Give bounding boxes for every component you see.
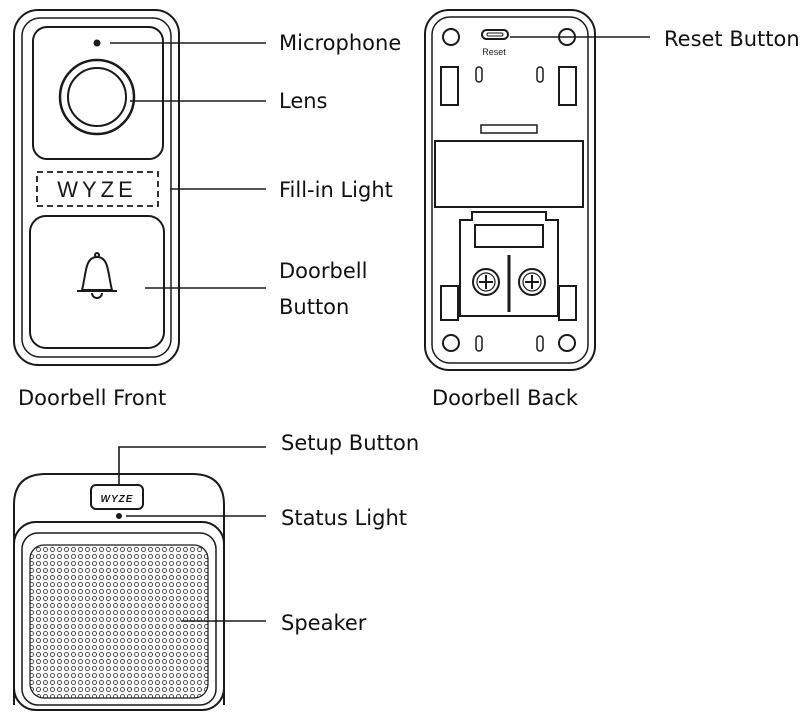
microphone-label: Microphone	[279, 31, 402, 55]
clip-slot-top-right	[558, 66, 577, 106]
label-recess	[434, 140, 584, 208]
setup-button	[90, 484, 144, 510]
chime-outer-body	[13, 521, 225, 711]
reset-button	[481, 29, 509, 40]
status-light-icon	[116, 513, 122, 519]
doorbell-button-panel	[29, 215, 165, 349]
doorbell-button-label-line2: Button	[279, 295, 350, 319]
reset-button-inner	[486, 32, 504, 37]
camera-panel	[32, 26, 164, 160]
screw-left-icon	[472, 268, 500, 296]
front-inner-body	[21, 17, 172, 358]
front-brand-logo: WYZE	[57, 177, 137, 202]
screw-right-icon	[518, 268, 546, 296]
chime-leader-lines	[118, 446, 266, 622]
pin-slot-4	[536, 335, 544, 352]
pin-slot-1	[475, 66, 483, 83]
back-outer-body	[424, 9, 596, 371]
lens-outer-ring	[58, 58, 136, 136]
wire-channel	[474, 224, 544, 248]
chime-inner-body	[21, 532, 217, 706]
fill-light-label: Fill-in Light	[279, 178, 393, 202]
doorbell-back-caption: Doorbell Back	[432, 386, 579, 410]
status-light-label: Status Light	[281, 506, 407, 530]
clip-slot-bottom-right	[558, 285, 577, 321]
speaker-label: Speaker	[281, 611, 367, 635]
screw-hole-bottom-left	[442, 334, 460, 352]
front-outer-body	[13, 9, 180, 366]
setup-button-label: Setup Button	[281, 431, 420, 455]
reset-small-label: Reset	[482, 47, 506, 57]
doorbell-back	[424, 9, 596, 371]
screw-hole-top-left	[442, 28, 460, 46]
front-leader-lines	[110, 42, 266, 289]
lens-label: Lens	[279, 89, 328, 113]
screw-hole-bottom-right	[558, 334, 576, 352]
latch-bar	[480, 124, 538, 134]
bell-icon	[77, 252, 117, 299]
back-inner-body	[431, 16, 589, 364]
doorbell-button-label-line1: Doorbell	[279, 259, 368, 283]
clip-slot-top-left	[440, 66, 459, 106]
doorbell-front-caption: Doorbell Front	[18, 386, 167, 410]
doorbell-front	[13, 9, 180, 366]
chime-unit	[13, 473, 225, 711]
terminal-block	[459, 211, 559, 317]
lens-icon	[67, 67, 127, 127]
clip-slot-bottom-left	[440, 285, 459, 321]
pin-slot-3	[475, 335, 483, 352]
pin-slot-2	[536, 66, 544, 83]
fill-light-area	[36, 171, 159, 207]
microphone-icon	[93, 39, 101, 47]
setup-button-leader	[118, 446, 266, 485]
chime-brand-logo: WYZE	[101, 494, 134, 505]
reset-button-label: Reset Button	[664, 27, 800, 51]
